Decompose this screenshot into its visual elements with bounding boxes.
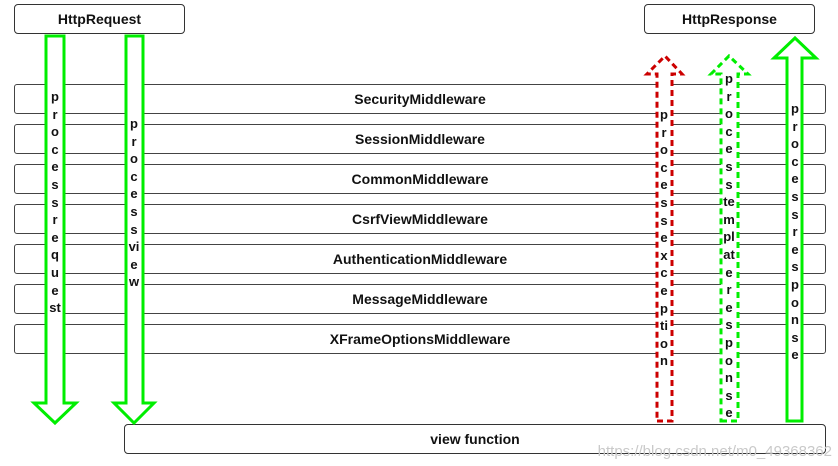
- middleware-label: XFrameOptionsMiddleware: [329, 331, 511, 347]
- middleware-message: MessageMiddleware: [14, 284, 826, 314]
- http-request-box: HttpRequest: [14, 4, 185, 34]
- middleware-authentication: AuthenticationMiddleware: [14, 244, 826, 274]
- process-view-label: process view: [128, 116, 140, 290]
- middleware-label: AuthenticationMiddleware: [332, 251, 508, 267]
- middleware-label: SessionMiddleware: [355, 131, 485, 147]
- process-exception-label: process exception: [660, 107, 668, 369]
- middleware-security: SecurityMiddleware: [14, 84, 826, 114]
- middleware-label: SecurityMiddleware: [354, 91, 486, 107]
- process-request-arrow: [30, 34, 80, 426]
- http-request-label: HttpRequest: [57, 11, 142, 27]
- middleware-label: CommonMiddleware: [351, 171, 489, 187]
- process-view-arrow: [110, 34, 158, 426]
- middleware-label: MessageMiddleware: [352, 291, 488, 307]
- middleware-xframe-options: XFrameOptionsMiddleware: [14, 324, 826, 354]
- process-response-label: process response: [791, 101, 799, 363]
- view-function-box: view function: [124, 424, 826, 454]
- middleware-csrf-view: CsrfViewMiddleware: [14, 204, 826, 234]
- http-response-label: HttpResponse: [682, 11, 777, 27]
- http-response-box: HttpResponse: [644, 4, 815, 34]
- middleware-label: CsrfViewMiddleware: [352, 211, 488, 227]
- view-function-label: view function: [430, 431, 520, 447]
- process-template-response-label: process template response: [723, 71, 735, 421]
- process-template-response-arrow: [707, 53, 752, 423]
- process-exception-arrow: [643, 53, 686, 423]
- process-response-arrow: [770, 35, 820, 423]
- middleware-common: CommonMiddleware: [14, 164, 826, 194]
- process-request-label: process request: [49, 89, 61, 316]
- watermark: https://blog.csdn.net/m0_49368362: [597, 443, 832, 460]
- middleware-session: SessionMiddleware: [14, 124, 826, 154]
